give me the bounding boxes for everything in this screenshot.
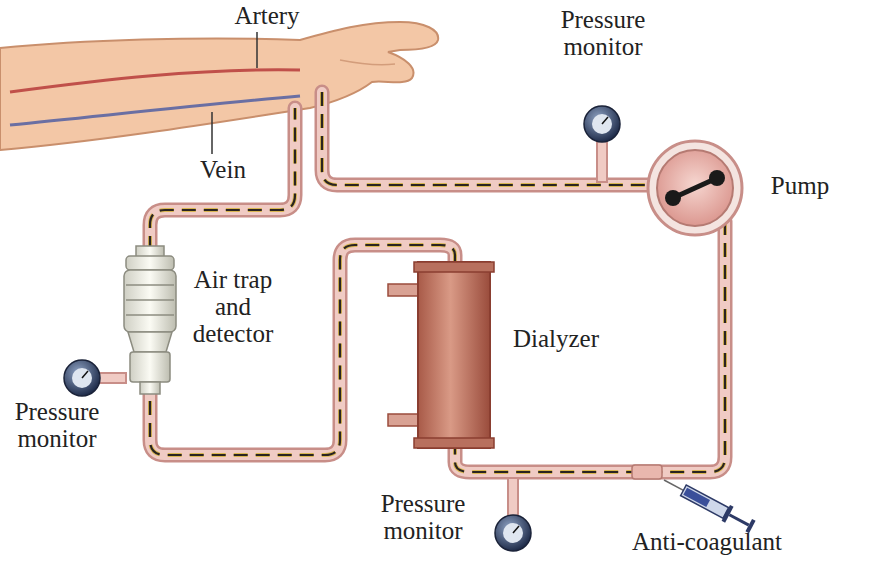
- vessel-label: Artery: [222, 2, 312, 29]
- pump: [648, 141, 742, 235]
- syringe: [632, 465, 757, 535]
- part-label: Pump: [755, 172, 845, 199]
- pressure-gauges: [64, 106, 620, 551]
- air-trap: [124, 246, 176, 394]
- blood-tubing: [150, 92, 725, 472]
- part-label: Air trap and detector: [180, 266, 286, 347]
- dialyzer: [388, 262, 494, 448]
- part-label: Pressure monitor: [0, 398, 114, 452]
- part-label: Pressure monitor: [366, 490, 480, 544]
- part-label: Pressure monitor: [546, 6, 660, 60]
- part-label: Dialyzer: [500, 325, 612, 352]
- arm: [0, 22, 438, 154]
- part-label: Anti-coagulant: [612, 528, 802, 555]
- vessel-label: Vein: [188, 156, 258, 183]
